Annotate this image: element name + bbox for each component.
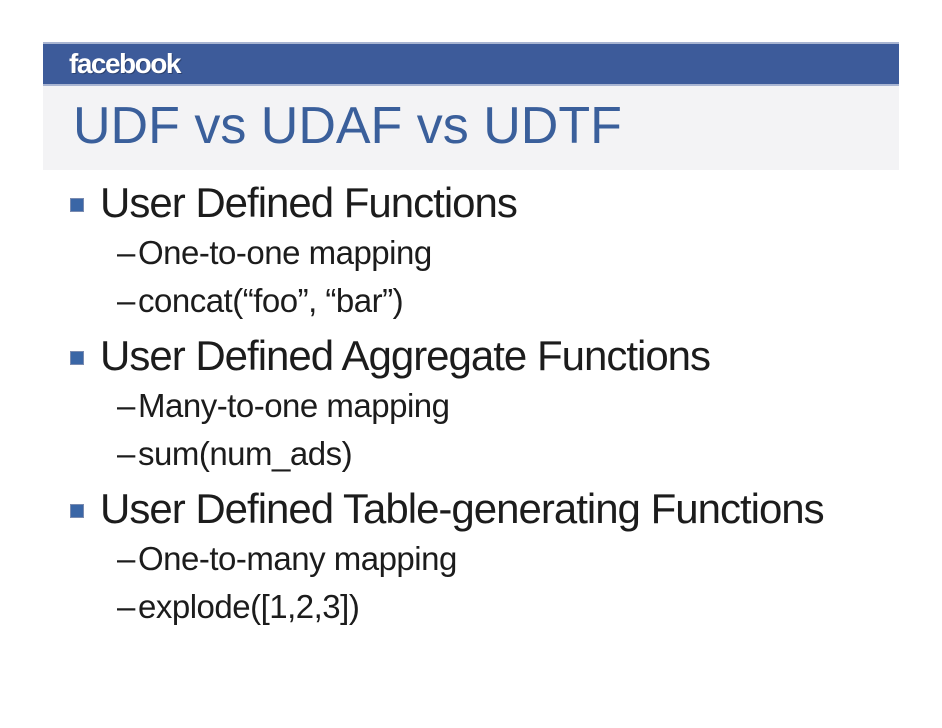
sub-bullet-line: –concat(“foo”, “bar”): [70, 277, 900, 325]
dash-bullet-marker: –: [117, 588, 135, 625]
sub-bullet-line: –explode([1,2,3]): [70, 583, 900, 631]
sub-bullet-text: One-to-many mapping: [138, 540, 457, 577]
bullet-heading-line: User Defined Table-generating Functions: [70, 483, 900, 535]
dash-bullet-marker: –: [117, 387, 135, 424]
dash-bullet-marker: –: [117, 435, 135, 472]
sub-bullet-line: –sum(num_ads): [70, 430, 900, 478]
title-band: UDF vs UDAF vs UDTF: [43, 86, 899, 170]
square-bullet-icon: [70, 350, 84, 365]
bullet-group: User Defined Functions–One-to-one mappin…: [70, 177, 900, 325]
facebook-logo: facebook: [69, 48, 181, 79]
dash-bullet-marker: –: [117, 234, 135, 271]
bullet-heading-line: User Defined Aggregate Functions: [70, 330, 900, 382]
dash-bullet-marker: –: [117, 282, 135, 319]
bullet-heading: User Defined Aggregate Functions: [100, 332, 711, 379]
bullet-group: User Defined Table-generating Functions–…: [70, 483, 900, 631]
bullet-heading: User Defined Functions: [100, 179, 518, 226]
facebook-header-bar: facebook: [43, 42, 899, 86]
bullet-heading-line: User Defined Functions: [70, 177, 900, 229]
slide-title: UDF vs UDAF vs UDTF: [73, 97, 622, 155]
sub-bullet-text: explode([1,2,3]): [138, 588, 360, 625]
dash-bullet-marker: –: [117, 540, 135, 577]
sub-bullet-text: Many-to-one mapping: [138, 387, 450, 424]
sub-bullet-line: –One-to-one mapping: [70, 229, 900, 277]
square-bullet-icon: [70, 197, 84, 212]
square-bullet-icon: [70, 503, 84, 518]
sub-bullet-line: –One-to-many mapping: [70, 535, 900, 583]
sub-bullet-line: –Many-to-one mapping: [70, 382, 900, 430]
sub-bullet-text: One-to-one mapping: [138, 234, 432, 271]
bullet-group: User Defined Aggregate Functions–Many-to…: [70, 330, 900, 478]
bullet-list: User Defined Functions–One-to-one mappin…: [70, 177, 900, 636]
sub-bullet-text: sum(num_ads): [138, 435, 353, 472]
bullet-heading: User Defined Table-generating Functions: [100, 485, 825, 532]
sub-bullet-text: concat(“foo”, “bar”): [138, 282, 404, 319]
